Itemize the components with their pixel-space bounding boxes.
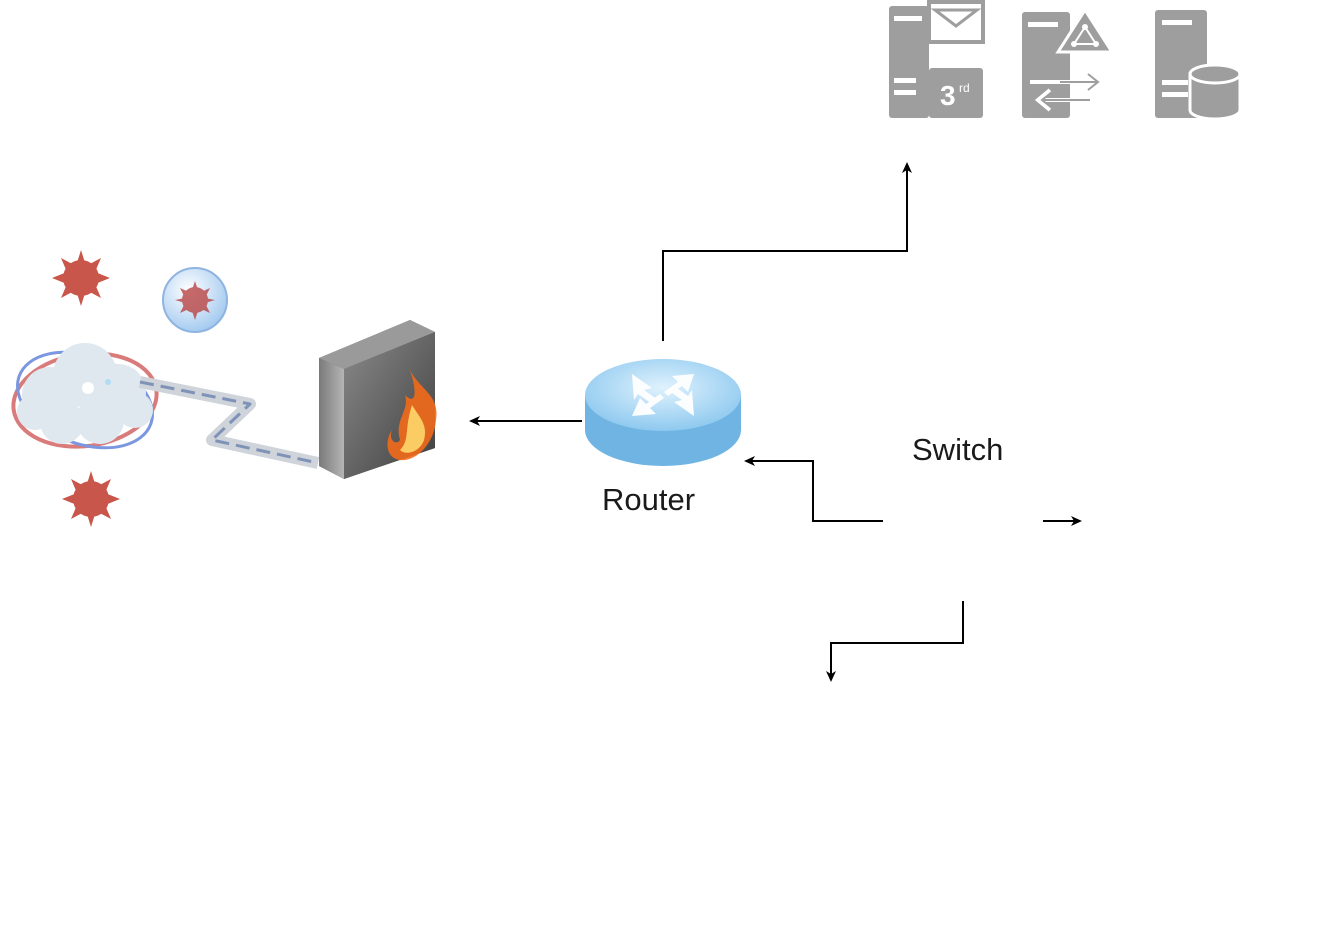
protected-virus-icon	[162, 267, 228, 333]
firewall-icon	[319, 320, 437, 479]
virus-icon	[52, 250, 110, 306]
third-party-mail-server-icon: 3 rd	[889, 0, 985, 118]
wan-link-icon	[138, 376, 320, 469]
switch-label: Switch	[912, 432, 1004, 467]
svg-text:rd: rd	[959, 81, 970, 95]
database-server-icon	[1155, 10, 1242, 121]
router-to-servers-arrow	[662, 162, 912, 341]
switch-to-wireless-arrow	[826, 601, 964, 682]
connectors	[469, 162, 1082, 682]
router-label: Router	[602, 482, 696, 517]
proxy-server-icon	[1022, 7, 1115, 118]
virus-icon	[62, 471, 120, 527]
router-icon	[585, 359, 741, 466]
switch-to-router-arrow	[744, 456, 883, 522]
internet-cloud-icon	[11, 343, 159, 450]
svg-text:3: 3	[940, 80, 956, 111]
